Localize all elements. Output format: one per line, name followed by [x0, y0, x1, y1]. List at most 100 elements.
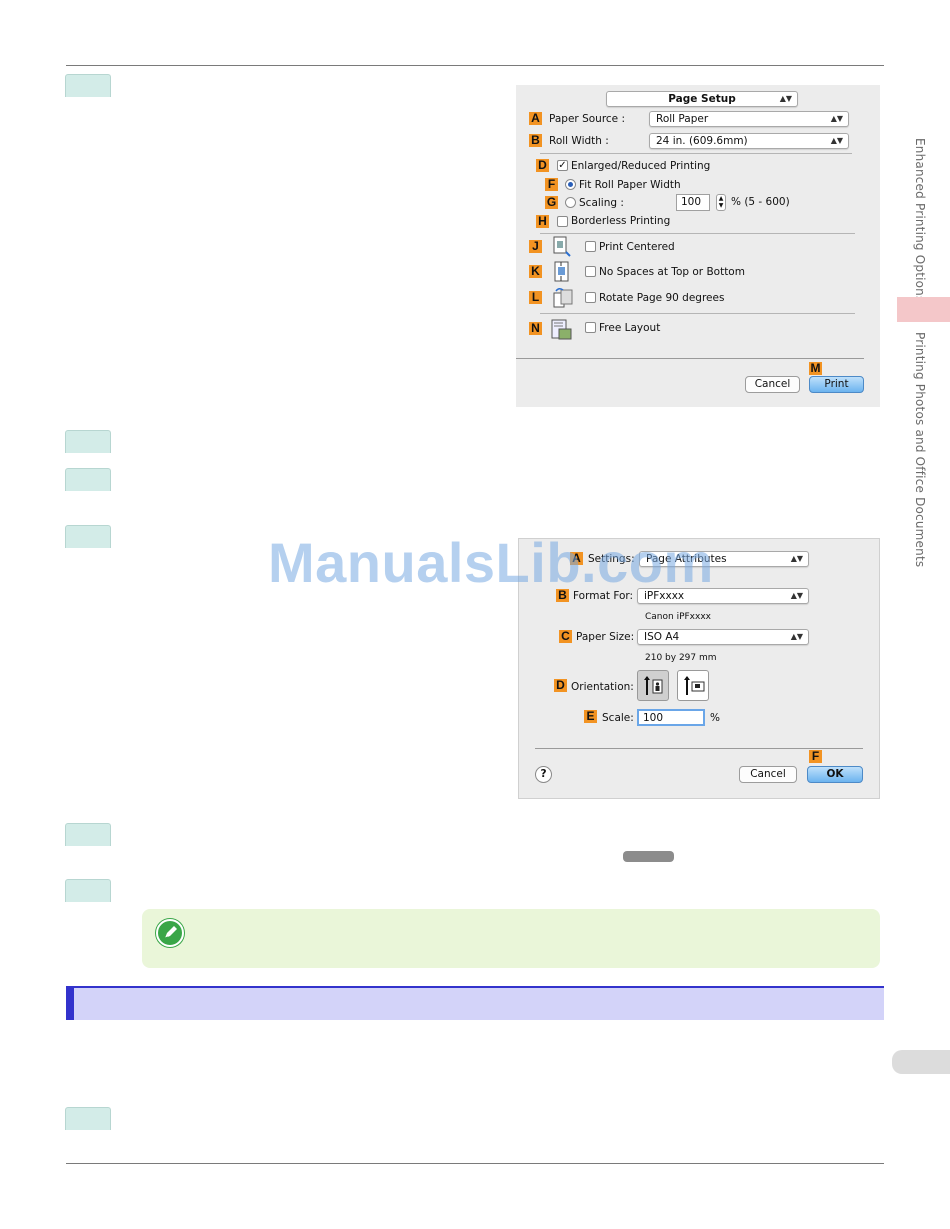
ok-button[interactable]: OK	[807, 766, 863, 783]
popup-arrows-icon: ▲▼	[830, 114, 843, 123]
fit-roll-radio[interactable]	[565, 179, 576, 190]
header-rule	[66, 65, 884, 66]
badge-c: C	[559, 630, 572, 643]
step-marker-3	[65, 468, 111, 491]
print-button[interactable]: Print	[809, 376, 864, 393]
format-for-printer: Canon iPFxxxx	[645, 612, 711, 622]
settings-label: Settings:	[588, 553, 635, 565]
step-marker-4	[65, 525, 111, 548]
watermark: ManualsLib.com	[268, 531, 714, 594]
badge-k: K	[529, 265, 542, 278]
popup-arrows-icon: ▲▼	[790, 632, 803, 641]
scaling-label: Scaling :	[579, 197, 624, 209]
roll-width-value: 24 in. (609.6mm)	[656, 135, 748, 147]
orientation-label: Orientation:	[571, 681, 634, 693]
note-pencil-icon	[156, 919, 184, 947]
free-layout-icon	[549, 317, 573, 340]
badge-f: F	[809, 750, 822, 763]
popup-arrows-icon: ▲▼	[790, 591, 803, 600]
print-centered-checkbox[interactable]	[585, 241, 596, 252]
format-for-label: Format For:	[573, 590, 634, 602]
badge-n: N	[529, 322, 542, 335]
step-marker-5	[65, 823, 111, 846]
fit-roll-label: Fit Roll Paper Width	[579, 179, 681, 191]
scaling-range: % (5 - 600)	[731, 196, 790, 208]
step-marker-1	[65, 74, 111, 97]
paper-size-label: Paper Size:	[576, 631, 635, 643]
no-spaces-checkbox[interactable]	[585, 266, 596, 277]
borderless-checkbox[interactable]	[557, 216, 568, 227]
cancel-button[interactable]: Cancel	[739, 766, 797, 783]
print-dialog: Page Setup ▲▼ A Paper Source : Roll Pape…	[516, 85, 880, 407]
popup-arrows-icon: ▲▼	[830, 136, 843, 145]
roll-width-label: Roll Width :	[549, 135, 609, 147]
step-marker-7	[65, 1107, 111, 1130]
preset-popup[interactable]: Page Setup ▲▼	[606, 91, 798, 107]
footer-rule	[66, 1163, 884, 1164]
badge-e: E	[584, 710, 597, 723]
rotate-page-checkbox[interactable]	[585, 292, 596, 303]
badge-m: M	[809, 361, 822, 375]
popup-arrows-icon: ▲▼	[790, 554, 803, 563]
scaling-stepper[interactable]: ▲▼	[716, 194, 726, 211]
paper-size-dimensions: 210 by 297 mm	[645, 653, 717, 663]
free-layout-label: Free Layout	[599, 322, 661, 334]
enlarged-label: Enlarged/Reduced Printing	[571, 160, 711, 172]
badge-a: A	[570, 552, 583, 565]
print-centered-icon	[552, 236, 572, 258]
paper-source-popup[interactable]: Roll Paper ▲▼	[649, 111, 849, 127]
settings-value: Page Attributes	[646, 553, 727, 565]
step-marker-6	[65, 879, 111, 902]
settings-popup[interactable]: Page Attributes ▲▼	[639, 551, 809, 567]
badge-a: A	[529, 112, 542, 125]
page-number-tab	[892, 1050, 950, 1074]
badge-b: B	[529, 134, 542, 147]
badge-j: J	[529, 240, 542, 253]
footer-separator	[535, 748, 863, 749]
no-spaces-label: No Spaces at Top or Bottom	[599, 266, 745, 278]
separator	[540, 313, 855, 314]
page-link-button[interactable]	[623, 851, 674, 862]
footer-separator	[516, 358, 864, 359]
badge-d: D	[536, 159, 549, 172]
scaling-radio[interactable]	[565, 197, 576, 208]
portrait-orientation-icon[interactable]	[637, 670, 669, 701]
note-box	[142, 909, 880, 968]
side-tab-active-marker	[897, 297, 950, 322]
popup-arrows-icon: ▲▼	[779, 94, 792, 103]
badge-l: L	[529, 291, 542, 304]
page-setup-dialog: A Settings: Page Attributes ▲▼ B Format …	[518, 538, 880, 799]
badge-f: F	[545, 178, 558, 191]
paper-size-value: ISO A4	[644, 631, 680, 643]
preset-value: Page Setup	[668, 93, 736, 105]
rotate-page-icon	[552, 287, 573, 309]
no-spaces-icon	[552, 261, 572, 283]
separator	[540, 233, 855, 234]
paper-source-label: Paper Source :	[549, 113, 626, 125]
paper-size-popup[interactable]: ISO A4 ▲▼	[637, 629, 809, 645]
step-marker-2	[65, 430, 111, 453]
free-layout-checkbox[interactable]	[585, 322, 596, 333]
landscape-orientation-icon[interactable]	[677, 670, 709, 701]
help-icon[interactable]: ?	[535, 766, 552, 783]
scaling-input[interactable]: 100	[676, 194, 710, 211]
badge-d: D	[554, 679, 567, 692]
format-for-value: iPFxxxx	[644, 590, 685, 602]
rotate-page-label: Rotate Page 90 degrees	[599, 292, 725, 304]
scale-input[interactable]: 100	[637, 709, 705, 726]
paper-source-value: Roll Paper	[656, 113, 709, 125]
section-heading	[66, 986, 884, 1020]
side-tab-printing-photos[interactable]: Printing Photos and Office Documents	[913, 332, 927, 568]
section-heading-bar	[66, 986, 74, 1020]
side-tab-enhanced-printing[interactable]: Enhanced Printing Options	[913, 138, 927, 303]
roll-width-popup[interactable]: 24 in. (609.6mm) ▲▼	[649, 133, 849, 149]
badge-g: G	[545, 195, 558, 209]
format-for-popup[interactable]: iPFxxxx ▲▼	[637, 588, 809, 604]
print-centered-label: Print Centered	[599, 241, 675, 253]
cancel-button[interactable]: Cancel	[745, 376, 800, 393]
enlarged-checkbox[interactable]: ✓	[557, 160, 568, 171]
scale-label: Scale:	[602, 712, 634, 724]
badge-h: H	[536, 215, 549, 228]
separator	[540, 153, 852, 154]
borderless-label: Borderless Printing	[571, 215, 671, 227]
